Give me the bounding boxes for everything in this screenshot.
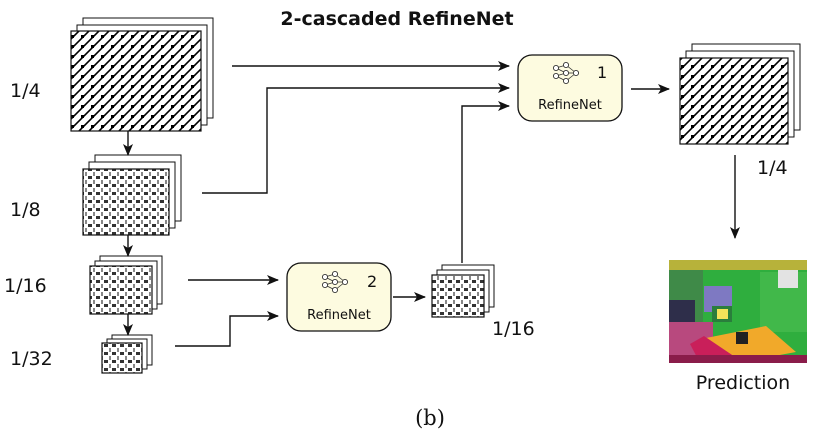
feature-map-stack-1-4	[70, 17, 214, 132]
scale-label-1-16: 1/16	[4, 275, 47, 297]
refinenet-block-1: 1 RefineNet	[517, 54, 623, 122]
refinenet-block-2: 2 RefineNet	[286, 262, 392, 332]
neural-network-icon	[552, 61, 580, 85]
diagram-title: 2-cascaded RefineNet	[280, 8, 513, 30]
feature-map-stack-1-32	[101, 334, 153, 374]
scale-label-1-8: 1/8	[10, 199, 41, 221]
feature-map-stack-out-1-16	[431, 264, 495, 318]
prediction-label: Prediction	[696, 372, 790, 394]
prediction-segmentation-image	[669, 260, 807, 363]
neural-network-icon	[321, 270, 349, 294]
feature-map-stack-1-8	[82, 154, 182, 236]
refinenet-block-1-index: 1	[597, 63, 607, 82]
edge-1-16-output-to-refinenet-1	[461, 101, 510, 263]
refinenet-block-2-index: 2	[367, 272, 377, 291]
edge-1-32-to-refinenet-2	[175, 311, 279, 347]
edge-1-8-to-refinenet-1	[202, 83, 510, 194]
scale-label-out-1-4: 1/4	[757, 157, 788, 179]
refinenet-block-1-label: RefineNet	[538, 98, 602, 113]
figure-caption: (b)	[415, 406, 445, 430]
feature-map-stack-out-1-4	[679, 43, 801, 145]
feature-map-stack-1-16	[89, 255, 163, 315]
scale-label-out-1-16: 1/16	[492, 318, 535, 340]
refinenet-block-2-label: RefineNet	[307, 308, 371, 323]
scale-label-1-32: 1/32	[10, 348, 53, 370]
scale-label-1-4: 1/4	[10, 80, 41, 102]
